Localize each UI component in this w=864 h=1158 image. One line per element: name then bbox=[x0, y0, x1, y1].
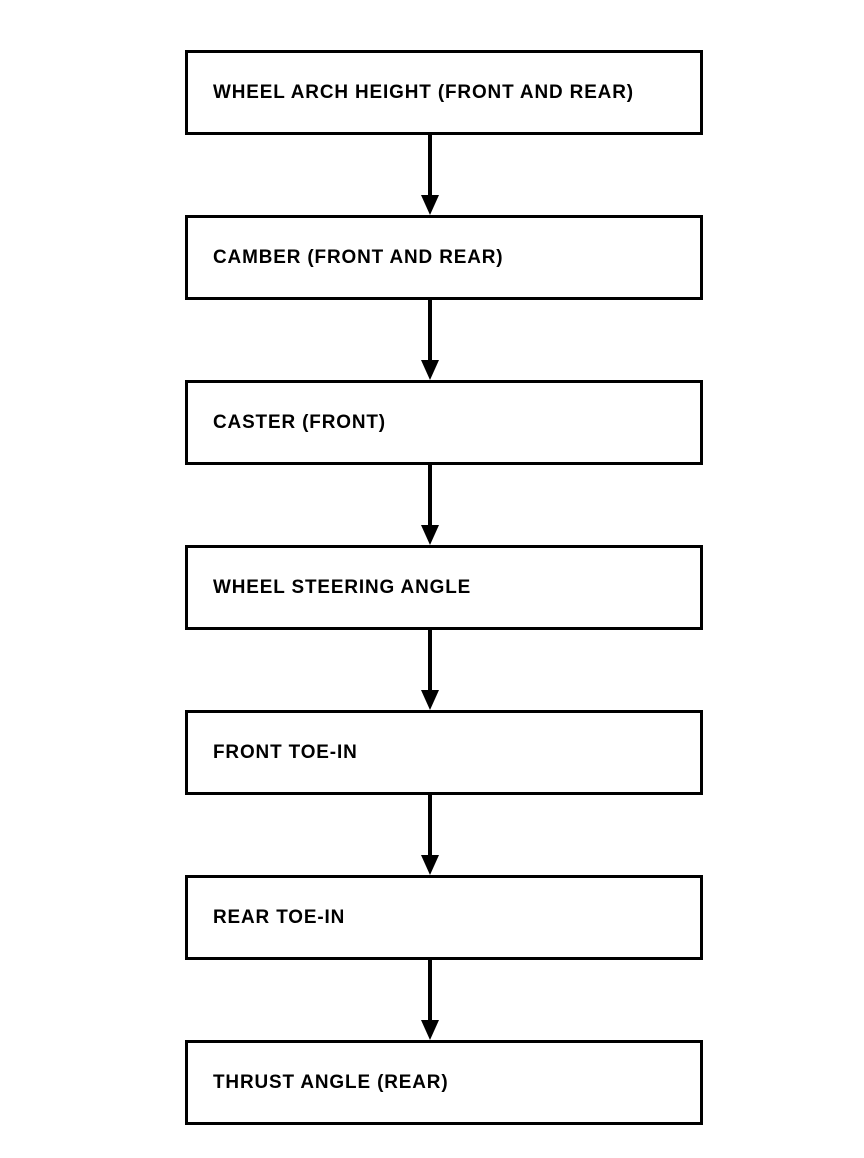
process-box[interactable]: WHEEL STEERING ANGLE bbox=[185, 545, 703, 630]
process-box[interactable]: FRONT TOE-IN bbox=[185, 710, 703, 795]
connector-arrow-2 bbox=[185, 300, 703, 380]
process-box-label: CASTER (FRONT) bbox=[213, 410, 386, 433]
connector-arrow-1 bbox=[185, 135, 703, 215]
arrow-head-icon bbox=[421, 360, 439, 380]
arrow-head-icon bbox=[421, 195, 439, 215]
flow-node-wheel-arch-height: WHEEL ARCH HEIGHT (FRONT AND REAR) bbox=[185, 50, 703, 215]
connector-arrow-4 bbox=[185, 630, 703, 710]
flow-node-caster: CASTER (FRONT) bbox=[185, 380, 703, 545]
arrow-head-icon bbox=[421, 855, 439, 875]
process-box[interactable]: CAMBER (FRONT AND REAR) bbox=[185, 215, 703, 300]
connector-arrow-5 bbox=[185, 795, 703, 875]
arrow-shaft bbox=[428, 960, 432, 1022]
process-box-label: CAMBER (FRONT AND REAR) bbox=[213, 245, 504, 268]
flow-node-camber: CAMBER (FRONT AND REAR) bbox=[185, 215, 703, 380]
arrow-shaft bbox=[428, 630, 432, 692]
flow-node-thrust-angle: THRUST ANGLE (REAR) bbox=[185, 1040, 703, 1125]
process-box-label: WHEEL STEERING ANGLE bbox=[213, 575, 472, 598]
process-box-label: THRUST ANGLE (REAR) bbox=[213, 1070, 449, 1093]
flowchart-node-stack: WHEEL ARCH HEIGHT (FRONT AND REAR) CAMBE… bbox=[185, 50, 703, 1125]
flow-node-front-toe-in: FRONT TOE-IN bbox=[185, 710, 703, 875]
arrow-shaft bbox=[428, 465, 432, 527]
connector-arrow-3 bbox=[185, 465, 703, 545]
process-box-label: REAR TOE-IN bbox=[213, 905, 346, 928]
process-box[interactable]: WHEEL ARCH HEIGHT (FRONT AND REAR) bbox=[185, 50, 703, 135]
process-box-label: FRONT TOE-IN bbox=[213, 740, 358, 763]
flow-node-rear-toe-in: REAR TOE-IN bbox=[185, 875, 703, 1040]
process-box-label: WHEEL ARCH HEIGHT (FRONT AND REAR) bbox=[213, 80, 634, 103]
connector-arrow-6 bbox=[185, 960, 703, 1040]
flow-node-wheel-steering-angle: WHEEL STEERING ANGLE bbox=[185, 545, 703, 710]
arrow-head-icon bbox=[421, 1020, 439, 1040]
process-box[interactable]: THRUST ANGLE (REAR) bbox=[185, 1040, 703, 1125]
arrow-shaft bbox=[428, 795, 432, 857]
arrow-head-icon bbox=[421, 525, 439, 545]
arrow-head-icon bbox=[421, 690, 439, 710]
arrow-shaft bbox=[428, 300, 432, 362]
process-box[interactable]: CASTER (FRONT) bbox=[185, 380, 703, 465]
process-box[interactable]: REAR TOE-IN bbox=[185, 875, 703, 960]
arrow-shaft bbox=[428, 135, 432, 197]
